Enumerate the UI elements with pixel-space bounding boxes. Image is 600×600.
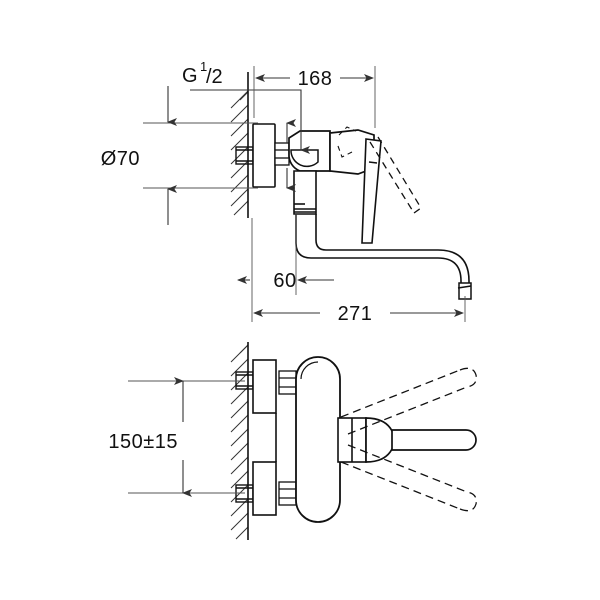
union-nut-top-lower bbox=[278, 370, 297, 395]
cartridge-dome bbox=[290, 149, 319, 168]
dimension-label-flange-diameter: Ø70 bbox=[101, 148, 140, 170]
wall-flange-top-lower bbox=[252, 359, 277, 414]
spout-tube-upper bbox=[295, 214, 470, 297]
dimension-flange-diameter bbox=[143, 86, 296, 225]
body-front-highlight bbox=[300, 361, 319, 380]
mixer-body-upper bbox=[288, 130, 331, 172]
lever-handle-front bbox=[391, 429, 477, 451]
dimension-thread-g-half: G 1 /2 bbox=[182, 59, 310, 154]
mixer-body-front bbox=[295, 356, 341, 523]
dimension-label-inlet-centres: 150±15 bbox=[108, 431, 178, 453]
union-nut-upper bbox=[274, 142, 290, 166]
wall-flange-upper bbox=[252, 123, 276, 188]
dimension-label-spout-reach: 271 bbox=[338, 303, 373, 325]
side-elevation-view: G 1 /2 Ø70 168 bbox=[101, 59, 472, 325]
dimension-inlet-centres bbox=[128, 377, 245, 497]
lever-neck-front bbox=[337, 417, 367, 463]
wall-flange-bottom-lower bbox=[252, 461, 277, 516]
dimension-body-depth bbox=[253, 66, 376, 128]
dimension-label-thread-numerator: 1 bbox=[200, 59, 207, 74]
union-nut-bottom-lower bbox=[278, 481, 297, 506]
lever-arm-down bbox=[361, 138, 382, 244]
dimension-label-thread: G bbox=[182, 65, 198, 87]
dimension-spout-reach bbox=[251, 295, 466, 322]
dimension-spout-offset bbox=[237, 214, 334, 295]
spout-aerator-upper bbox=[457, 282, 472, 300]
lever-swing-down-phantom bbox=[340, 444, 477, 512]
dimension-label-thread-denominator: /2 bbox=[206, 66, 223, 88]
wall-hatch-lower bbox=[230, 344, 249, 540]
lever-arm-up-phantom bbox=[369, 136, 422, 214]
wall-hatch-upper bbox=[230, 90, 249, 216]
handle-construction-dashes bbox=[337, 126, 357, 158]
dimension-label-spout-offset: 60 bbox=[273, 270, 296, 292]
body-downtube bbox=[293, 170, 317, 215]
lever-swing-up-phantom bbox=[340, 367, 477, 435]
dimension-label-body-depth: 168 bbox=[298, 68, 333, 90]
front-elevation-view: 150±15 bbox=[108, 342, 477, 540]
